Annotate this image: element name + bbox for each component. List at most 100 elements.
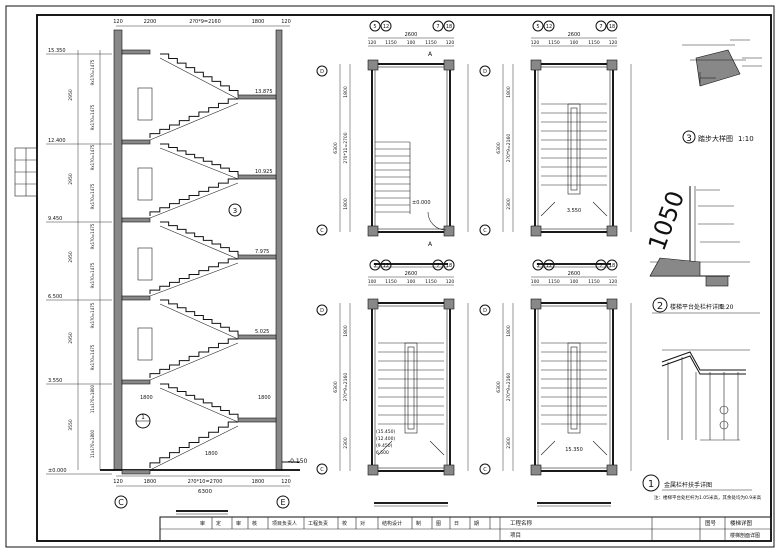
floor-slab [121, 469, 151, 475]
plan-top-dim: 1150 [548, 40, 560, 46]
plan-top-dim: 120 [446, 40, 455, 46]
plan-top-dim: 1150 [425, 279, 437, 285]
plan-top-dim: 100 [570, 40, 579, 46]
detail-index-3 [228, 203, 242, 217]
sheet-number: 楼梯剖面详图 [730, 532, 760, 539]
plan-top-dim: 1150 [425, 40, 437, 46]
axis-label: 12 [546, 263, 552, 269]
stair-well [404, 342, 418, 434]
axis-bubble [432, 20, 444, 32]
flight-rise-dim: 9x1?0=1475 [90, 183, 95, 209]
plan-top-dim: 1150 [385, 40, 397, 46]
plan-top-dim: 120 [368, 40, 377, 46]
axis-label: 7 [436, 263, 439, 269]
right-wall [275, 29, 283, 471]
plan-side-dim: 1800 [343, 86, 349, 98]
plan-top-dim: 1150 [588, 279, 600, 285]
detail-1-number: 1 [648, 479, 654, 490]
axis-label: 18 [446, 263, 452, 269]
column [530, 59, 542, 71]
baluster-ring [719, 405, 729, 415]
floor-height-dim: 2950 [68, 332, 74, 344]
title-block-cell: 日 [454, 521, 459, 527]
plan-elevation: (15.450) [376, 429, 396, 435]
axis-label: D [320, 69, 324, 75]
axis-label-left: C [118, 498, 124, 507]
title-block-cell: 结构设计 [382, 520, 402, 527]
plan-top-dim: 2600 [405, 271, 418, 277]
axis-bubble [595, 259, 607, 271]
section-top-dim: 120 [281, 19, 291, 25]
plan-total-dim: 6300 [333, 381, 339, 393]
plan-elevation: (9.450) [376, 443, 393, 449]
plan-top-dim: 1150 [385, 279, 397, 285]
axis-bubble [479, 224, 491, 236]
title-block-cell: 期 [474, 521, 479, 527]
plan-total-dim: 6300 [496, 142, 502, 154]
plan-top-dim: 100 [531, 279, 540, 285]
plan-side-dim: 2300 [506, 198, 512, 210]
detail-1-title: 金属栏杆扶手详图 [664, 481, 712, 489]
axis-bubble [380, 259, 392, 271]
stair-well [567, 342, 581, 434]
column [606, 59, 618, 71]
flight-rise-dim: 9x1?0=1475 [90, 262, 95, 288]
axis-label: 5 [536, 24, 539, 30]
axis-label: 7 [599, 263, 602, 269]
plan-elevation: 3.550 [567, 208, 581, 214]
section-bottom-dim: 1800 [252, 479, 265, 485]
axis-label: 5 [373, 24, 376, 30]
landing-slab [237, 334, 277, 340]
section-cut-mark: A [428, 241, 433, 248]
landing-slab [237, 417, 277, 423]
ground-level-label: -0.150 [288, 458, 308, 465]
landing-slab-hatch [705, 275, 729, 287]
axis-bubble [479, 65, 491, 77]
plan-top-dim: 100 [407, 40, 416, 46]
axis-label-right: E [280, 498, 285, 507]
section-total-dim: 6300 [198, 489, 212, 495]
step-hatch [695, 49, 741, 87]
landing-level-label: 13.875 [255, 89, 273, 95]
stair-flight [149, 178, 238, 216]
mid-dim-left: 1800 [140, 395, 153, 401]
plan-side-dim: 2?0*9=2160 [506, 373, 512, 402]
plan-side-dim: 1800 [506, 86, 512, 98]
flight-rise-dim: 9x1?0=1475 [90, 223, 95, 249]
floor-height-dim: 2950 [68, 173, 74, 185]
plan-top-dim: 120 [446, 279, 455, 285]
column [606, 298, 618, 310]
binding-strip [14, 147, 38, 197]
flight-rise-dim: 11x1?0=1800 [90, 429, 95, 458]
column [443, 298, 455, 310]
plan-top-dim: 1150 [548, 279, 560, 285]
detail-2-scale: 1:20 [720, 304, 734, 311]
plan-wall [534, 63, 614, 233]
level-label: 6.500 [48, 294, 62, 300]
floor-slab [121, 295, 151, 301]
title-block-cell: 图 [436, 521, 441, 527]
axis-bubble [369, 259, 381, 271]
axis-label: 12 [546, 24, 552, 30]
section-top-dim: 2?0*9=2160 [189, 19, 221, 25]
axis-label: D [483, 308, 487, 314]
column [530, 225, 542, 237]
axis-bubble [532, 259, 544, 271]
level-label: 15.350 [48, 48, 66, 54]
stair-well [567, 103, 581, 195]
plan-wall [534, 302, 614, 472]
axis-label: 18 [446, 24, 452, 30]
drawing-title: 楼梯详图 [730, 519, 753, 527]
title-block-cell: 工程负责 [308, 520, 328, 527]
title-block-cell: 核 [252, 520, 257, 527]
level-label: ±0.000 [48, 468, 67, 474]
floor-height-dim: 3550 [68, 419, 74, 431]
axis-bubble [479, 304, 491, 316]
plan-side-dim: 1800 [343, 325, 349, 337]
plan-side-dim: 1800 [343, 198, 349, 210]
axis-label: 18 [609, 263, 615, 269]
flight-rise-dim: 9x1?0=1475 [90, 302, 95, 328]
